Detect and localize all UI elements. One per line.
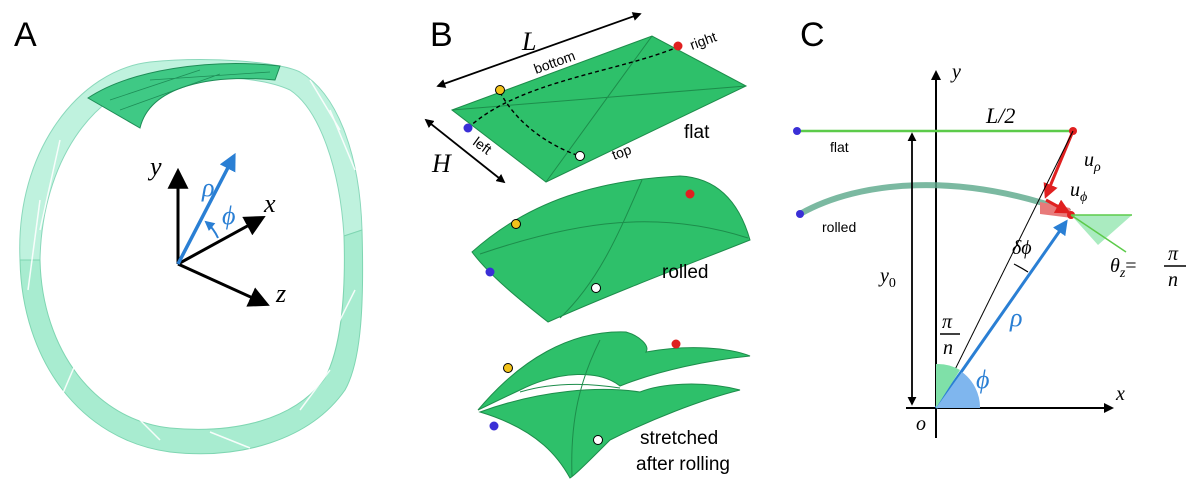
marker-red-flat xyxy=(673,41,683,51)
phi-label: ϕ xyxy=(222,201,235,230)
axis-x-arrow xyxy=(177,215,266,266)
marker-yellow-stretched xyxy=(503,363,513,373)
sheet-stretched-upper xyxy=(477,331,751,411)
rolled-label-c: rolled xyxy=(822,219,856,235)
u-rho-arrow xyxy=(1043,130,1075,199)
flat-dashed-left xyxy=(499,91,581,157)
marker-red-rolled xyxy=(685,189,695,199)
sheet-stretched-lower xyxy=(478,383,741,479)
panel-a-letter: A xyxy=(14,16,37,54)
theta-pi: π xyxy=(1168,243,1179,265)
radius-line xyxy=(935,130,1074,409)
ring-segment xyxy=(87,63,281,129)
segment-creases xyxy=(109,69,271,111)
delta-phi-arc xyxy=(1013,263,1029,273)
rho-vector xyxy=(934,219,1068,409)
rolled-creases xyxy=(479,179,749,319)
panel-b: B L H bottom right left top flat rolled xyxy=(424,12,751,479)
half-length-label: L/2 xyxy=(985,103,1015,128)
state-rolled-label: rolled xyxy=(662,262,708,283)
panel-c-letter: C xyxy=(800,16,825,54)
flat-left-marker xyxy=(793,127,801,135)
axis-x-label: x xyxy=(263,189,276,218)
state-stretched-label-1: stretched xyxy=(640,428,718,449)
u-phi-arrow xyxy=(1045,198,1071,214)
rho-label: ρ xyxy=(201,173,214,202)
rolled-left-marker xyxy=(796,210,804,218)
axis-y-label: y xyxy=(147,152,162,181)
length-arrow xyxy=(436,12,642,88)
axis-y-label-c: y xyxy=(950,61,961,83)
length-label: L xyxy=(521,27,536,56)
height-label: H xyxy=(431,149,452,178)
u-phi-label: uϕ xyxy=(1070,179,1087,205)
axis-x-label-c: x xyxy=(1115,383,1125,405)
marker-yellow-flat xyxy=(495,85,505,95)
ring-front xyxy=(19,229,364,455)
panel-a: A y x z ρ ϕ xyxy=(14,16,364,455)
rho-arrow xyxy=(176,152,236,265)
pi-over-n-n: n xyxy=(943,337,953,359)
panel-b-letter: B xyxy=(430,16,453,54)
phi-arc xyxy=(204,220,219,239)
delta-phi-label: δϕ xyxy=(1012,237,1032,259)
marker-purple-stretched xyxy=(489,421,499,431)
phi-wedge xyxy=(936,372,981,408)
theta-n: n xyxy=(1168,269,1178,291)
state-flat-label: flat xyxy=(684,122,710,143)
origin-label: o xyxy=(916,413,926,435)
ring-creases xyxy=(27,79,356,449)
marker-red-stretched xyxy=(671,339,681,349)
pi-over-n-wedge xyxy=(936,363,960,408)
marker-white-stretched xyxy=(593,435,603,445)
axis-z-arrow xyxy=(177,262,270,307)
y0-label: y0 xyxy=(878,265,896,291)
phi-label-c: ϕ xyxy=(976,365,989,394)
rho-label-c: ρ xyxy=(1009,303,1022,332)
marker-purple-rolled xyxy=(485,267,495,277)
theta-label: θz= xyxy=(1110,255,1137,281)
sheet-rolled xyxy=(471,175,751,323)
u-rho-label: uρ xyxy=(1084,149,1101,175)
marker-white-rolled xyxy=(591,283,601,293)
marker-white-flat xyxy=(575,151,585,161)
height-arrow xyxy=(424,118,506,184)
axis-z-label: z xyxy=(275,279,286,308)
edge-right-label: right xyxy=(688,28,719,52)
theta-line-tangent xyxy=(1070,214,1127,253)
pi-over-n-pi: π xyxy=(942,311,953,333)
ring-back xyxy=(19,59,363,261)
panel-c: C y x o L/2 flat rolled uρ uϕ θz= π n xyxy=(793,16,1186,438)
state-stretched-label-2: after rolling xyxy=(636,454,730,475)
theta-wedge xyxy=(1071,215,1132,245)
edge-top-label: top xyxy=(610,141,634,163)
marker-yellow-rolled xyxy=(511,219,521,229)
marker-purple-flat xyxy=(463,123,473,133)
stretched-creases xyxy=(519,339,621,477)
flat-label-c: flat xyxy=(830,139,849,155)
